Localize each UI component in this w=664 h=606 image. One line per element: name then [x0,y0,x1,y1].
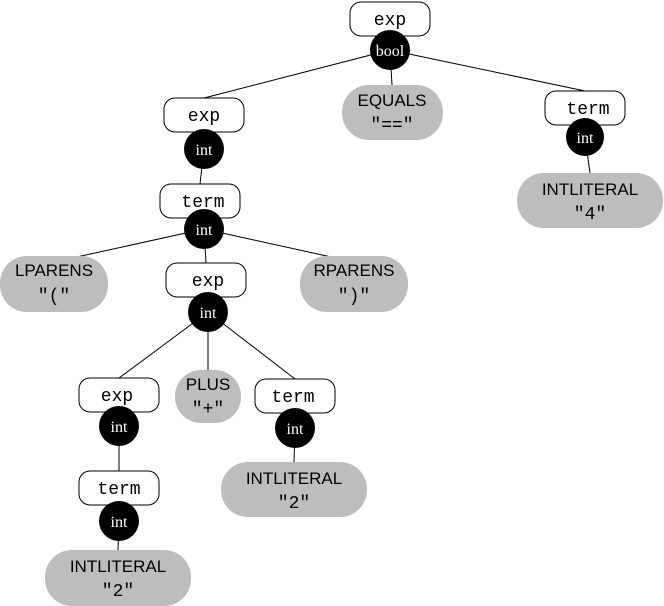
node-label: exp [101,387,133,407]
token-lparens: LPARENS "(" [0,256,108,312]
token-lexeme: "4" [574,205,606,225]
node-label: term [566,100,609,120]
node-label: exp [374,11,406,31]
token-intliteral-2-lower-left: INTLITERAL "2" [45,550,191,606]
type-badge [184,129,224,169]
type-badge [188,292,228,332]
node-label: exp [192,272,224,292]
token-name: RPARENS [314,261,395,280]
type-label: bool [376,43,405,60]
token-lexeme: "(" [38,287,70,307]
node-label: term [181,193,224,213]
node-term-left: term int [159,183,241,249]
node-root-exp: exp bool [349,1,431,70]
node-exp-middle: exp int [165,262,247,332]
token-lexeme: "2" [278,494,310,514]
type-badge [370,30,410,70]
token-equals: EQUALS "==" [342,85,443,140]
edge [389,49,586,92]
type-label: int [196,222,213,239]
token-name: INTLITERAL [70,557,166,576]
token-lexeme: ")" [338,287,370,307]
token-name: INTLITERAL [246,469,342,488]
type-label: int [196,142,213,159]
type-label: int [111,419,128,436]
type-label: int [200,305,217,322]
type-label: int [287,421,304,438]
type-badge [184,209,224,249]
type-label: int [577,130,594,147]
token-plus: PLUS "+" [175,370,241,423]
token-lexeme: "2" [102,582,134,602]
type-badge [275,408,315,448]
node-exp-left: exp int [163,97,245,169]
token-name: EQUALS [358,91,427,110]
node-term-middle: term int [254,378,336,448]
node-term-right: term int [544,90,626,156]
type-badge [99,501,139,541]
token-lexeme: "+" [192,400,224,420]
type-badge [566,118,604,156]
node-exp-lower-left: exp int [78,377,160,446]
node-label: term [97,480,140,500]
token-rparens: RPARENS ")" [300,256,408,312]
node-label: exp [188,107,220,127]
type-badge [99,406,139,446]
type-label: int [111,514,128,531]
token-name: LPARENS [15,261,93,280]
token-intliteral-4: INTLITERAL "4" [517,173,663,228]
node-label: term [271,388,314,408]
node-term-lower-left: term int [78,470,160,541]
token-name: INTLITERAL [542,180,638,199]
edge [203,49,391,99]
token-name: PLUS [186,375,230,394]
token-intliteral-2-middle: INTLITERAL "2" [221,462,367,517]
token-lexeme: "==" [370,116,413,136]
